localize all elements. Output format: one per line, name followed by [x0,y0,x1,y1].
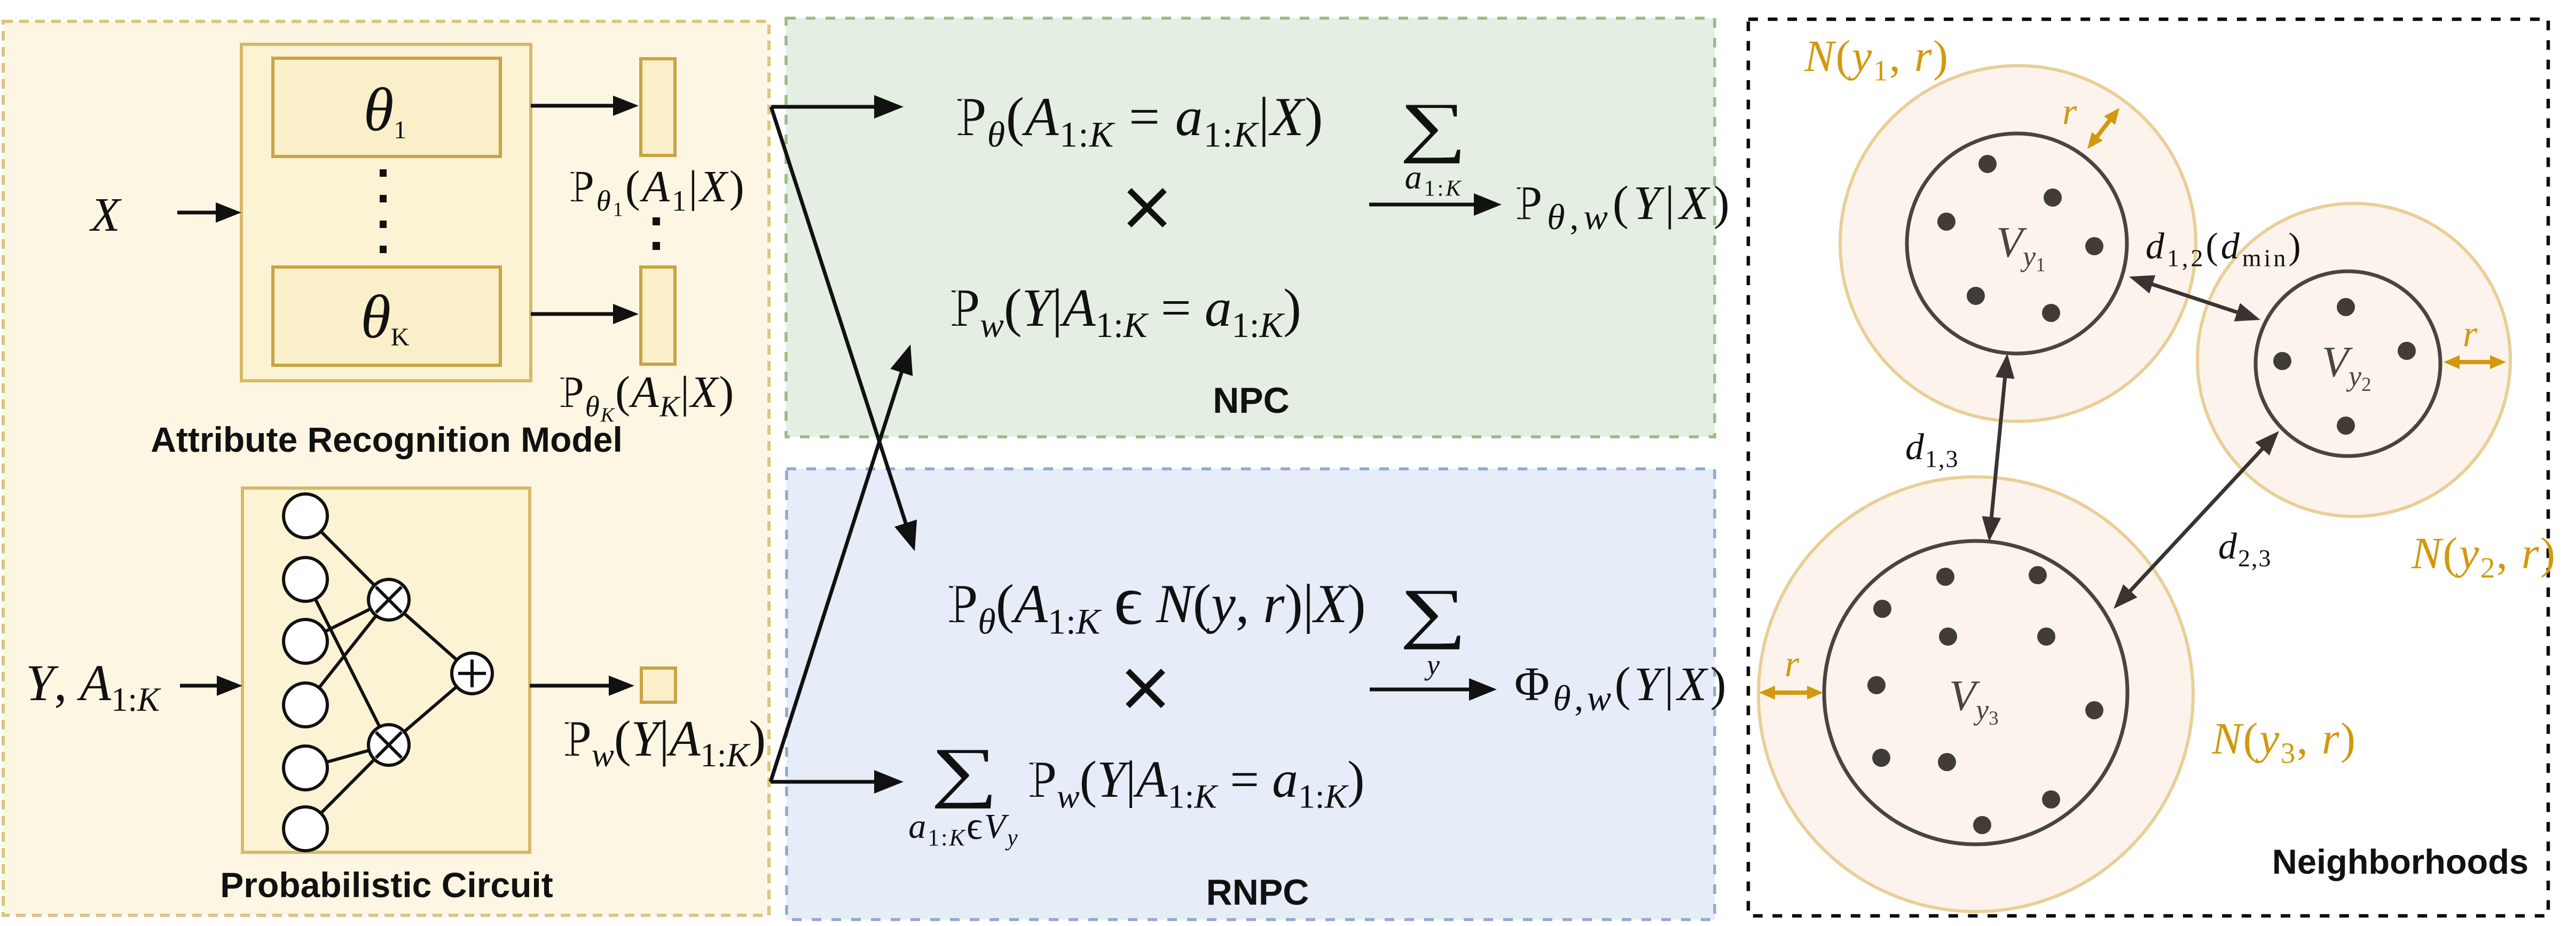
svg-text:RNPC: RNPC [1206,872,1309,913]
svg-text:r: r [2463,313,2478,355]
svg-text:Probabilistic Circuit: Probabilistic Circuit [220,865,553,905]
svg-text:PθK(AK|X): PθK(AK|X) [559,367,735,427]
svg-text:Pθ(A1:K ϵ N(y, r)|X): Pθ(A1:K ϵ N(y, r)|X) [947,561,1366,642]
svg-text:∑: ∑ [1400,575,1467,650]
svg-text:d1,2(dmin): d1,2(dmin) [2146,226,2304,272]
svg-text:r: r [2062,91,2077,132]
svg-text:Vy3: Vy3 [1949,671,1999,729]
svg-text:Attribute Recognition Model: Attribute Recognition Model [151,420,623,459]
svg-text:Neighborhoods: Neighborhoods [2272,842,2528,881]
svg-text:a1:KϵVy: a1:KϵVy [908,804,1019,851]
svg-text:Vy2: Vy2 [2322,338,2371,396]
svg-text:Pθ(A1:K = a1:K|X): Pθ(A1:K = a1:K|X) [956,87,1324,155]
svg-text:Pw(Y|A1:K): Pw(Y|A1:K) [563,710,766,774]
svg-text:X: X [89,189,122,241]
svg-text:N(y1, r): N(y1, r) [1804,32,1950,87]
svg-text:∑: ∑ [1400,89,1467,164]
svg-text:θ1: θ1 [364,76,407,144]
svg-text:Pθ1(A1|X): Pθ1(A1|X) [569,162,747,221]
svg-text:d2,3: d2,3 [2218,526,2272,572]
svg-text:d1,3: d1,3 [1905,427,1959,473]
svg-text:Φθ,w(Y|X): Φθ,w(Y|X) [1514,658,1730,718]
svg-text:Pw(Y|A1:K = a1:K): Pw(Y|A1:K = a1:K) [1028,751,1365,815]
svg-text:y: y [1424,649,1440,681]
svg-text:N(y2, r): N(y2, r) [2411,529,2557,584]
svg-text:Pw(Y|A1:K = a1:K): Pw(Y|A1:K = a1:K) [950,278,1301,345]
svg-text:r: r [1785,644,1800,685]
svg-text:θK: θK [360,283,410,351]
svg-text:N(y3, r): N(y3, r) [2211,714,2357,770]
svg-text:Pθ,w(Y|X): Pθ,w(Y|X) [1515,177,1734,237]
svg-text:NPC: NPC [1213,380,1290,421]
svg-text:∑: ∑ [931,734,998,809]
svg-text:a1:K: a1:K [1405,158,1463,201]
svg-text:Vy1: Vy1 [1996,218,2046,276]
svg-text:Y, A1:K: Y, A1:K [26,654,161,718]
